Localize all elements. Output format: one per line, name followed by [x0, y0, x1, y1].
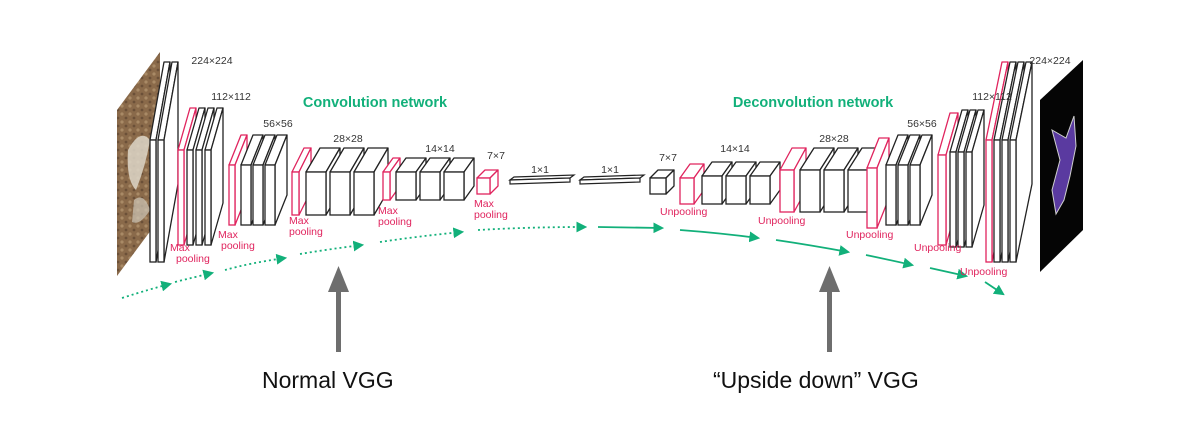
decoder-layer-21 — [1009, 61, 1033, 263]
input-image — [117, 52, 160, 276]
size-label-conv-28: 28×28 — [333, 133, 363, 145]
flow-arrow-3 — [224, 253, 288, 271]
unpooling-label-5: Unpooling — [960, 266, 1007, 278]
unpooling-label-4: Unpooling — [914, 242, 961, 254]
max-pooling-label-2-line2: pooling — [221, 240, 255, 252]
encoder-layer-19 — [476, 169, 499, 195]
size-label-conv-14: 14×14 — [425, 143, 455, 155]
max-pooling-label-3-line1: Max — [289, 215, 310, 227]
flow-arrows — [121, 221, 1005, 299]
size-label-conv-224: 224×224 — [191, 55, 232, 67]
decoder-layer-13 — [909, 134, 933, 226]
caption-upside-down-vgg: “Upside down” VGG — [713, 367, 919, 393]
encoder-layer-10 — [264, 134, 288, 226]
flow-arrow-2 — [174, 269, 215, 283]
flow-arrow-6 — [477, 221, 588, 233]
encoder-layer-18 — [443, 157, 475, 201]
flow-arrow-1 — [121, 280, 173, 299]
max-pooling-label-5-line1: Max — [474, 198, 495, 210]
decoder-layer-2 — [679, 163, 705, 205]
output-image — [1040, 60, 1083, 272]
encoder-layer-2 — [157, 61, 179, 263]
size-label-deconv-1: 1×1 — [601, 164, 619, 176]
caption-normal-vgg: Normal VGG — [262, 367, 394, 393]
max-pooling-label-2: Max pooling — [218, 229, 255, 252]
flow-arrow-5 — [379, 227, 465, 243]
flow-arrow-8 — [679, 229, 761, 243]
encoder-layer-14 — [353, 147, 389, 216]
flow-arrow-7 — [597, 222, 665, 234]
up-arrow-left — [328, 266, 349, 352]
size-label-conv-112: 112×112 — [211, 91, 251, 103]
up-arrow-right — [819, 266, 840, 352]
max-pooling-label-4-line1: Max — [378, 205, 399, 217]
size-label-deconv-7: 7×7 — [659, 152, 677, 164]
max-pooling-label-4: Max pooling — [378, 205, 412, 228]
size-label-deconv-112: 112×112 — [972, 91, 1012, 103]
size-label-deconv-28: 28×28 — [819, 133, 849, 145]
max-pooling-label-1-line2: pooling — [176, 253, 210, 265]
encoder-layer-6 — [204, 107, 224, 246]
size-label-conv-7: 7×7 — [487, 150, 505, 162]
size-label-conv-56: 56×56 — [263, 118, 293, 130]
unpooling-label-3: Unpooling — [846, 229, 893, 241]
flow-arrow-10 — [865, 254, 915, 269]
flow-arrow-9 — [775, 239, 851, 256]
max-pooling-label-4-line2: pooling — [378, 216, 412, 228]
size-label-deconv-224: 224×224 — [1029, 55, 1070, 67]
flow-arrow-4 — [299, 240, 365, 255]
max-pooling-label-1: Max pooling — [170, 242, 210, 265]
max-pooling-label-3: Max pooling — [289, 215, 323, 238]
decoder-layer-17 — [965, 109, 985, 248]
max-pooling-label-2-line1: Max — [218, 229, 239, 241]
title-deconv: Deconvolution network — [733, 95, 894, 111]
title-conv: Convolution network — [303, 95, 448, 111]
size-label-deconv-14: 14×14 — [720, 143, 750, 155]
unpooling-label-2: Unpooling — [758, 215, 805, 227]
encoder-layer-11 — [291, 147, 312, 216]
flow-arrow-12 — [984, 281, 1005, 296]
layer-blocks — [149, 61, 1033, 263]
fc-bar-left — [508, 174, 576, 185]
fc-bar-right — [578, 174, 646, 185]
max-pooling-label-3-line2: pooling — [289, 226, 323, 238]
decoder-layer-1 — [649, 169, 675, 195]
size-label-conv-1: 1×1 — [531, 164, 549, 176]
flow-arrow-11 — [929, 267, 969, 280]
size-label-deconv-56: 56×56 — [907, 118, 937, 130]
max-pooling-label-1-line1: Max — [170, 242, 191, 254]
max-pooling-label-5: Max pooling — [474, 198, 508, 221]
max-pooling-label-5-line2: pooling — [474, 209, 508, 221]
unpooling-label-1: Unpooling — [660, 206, 707, 218]
